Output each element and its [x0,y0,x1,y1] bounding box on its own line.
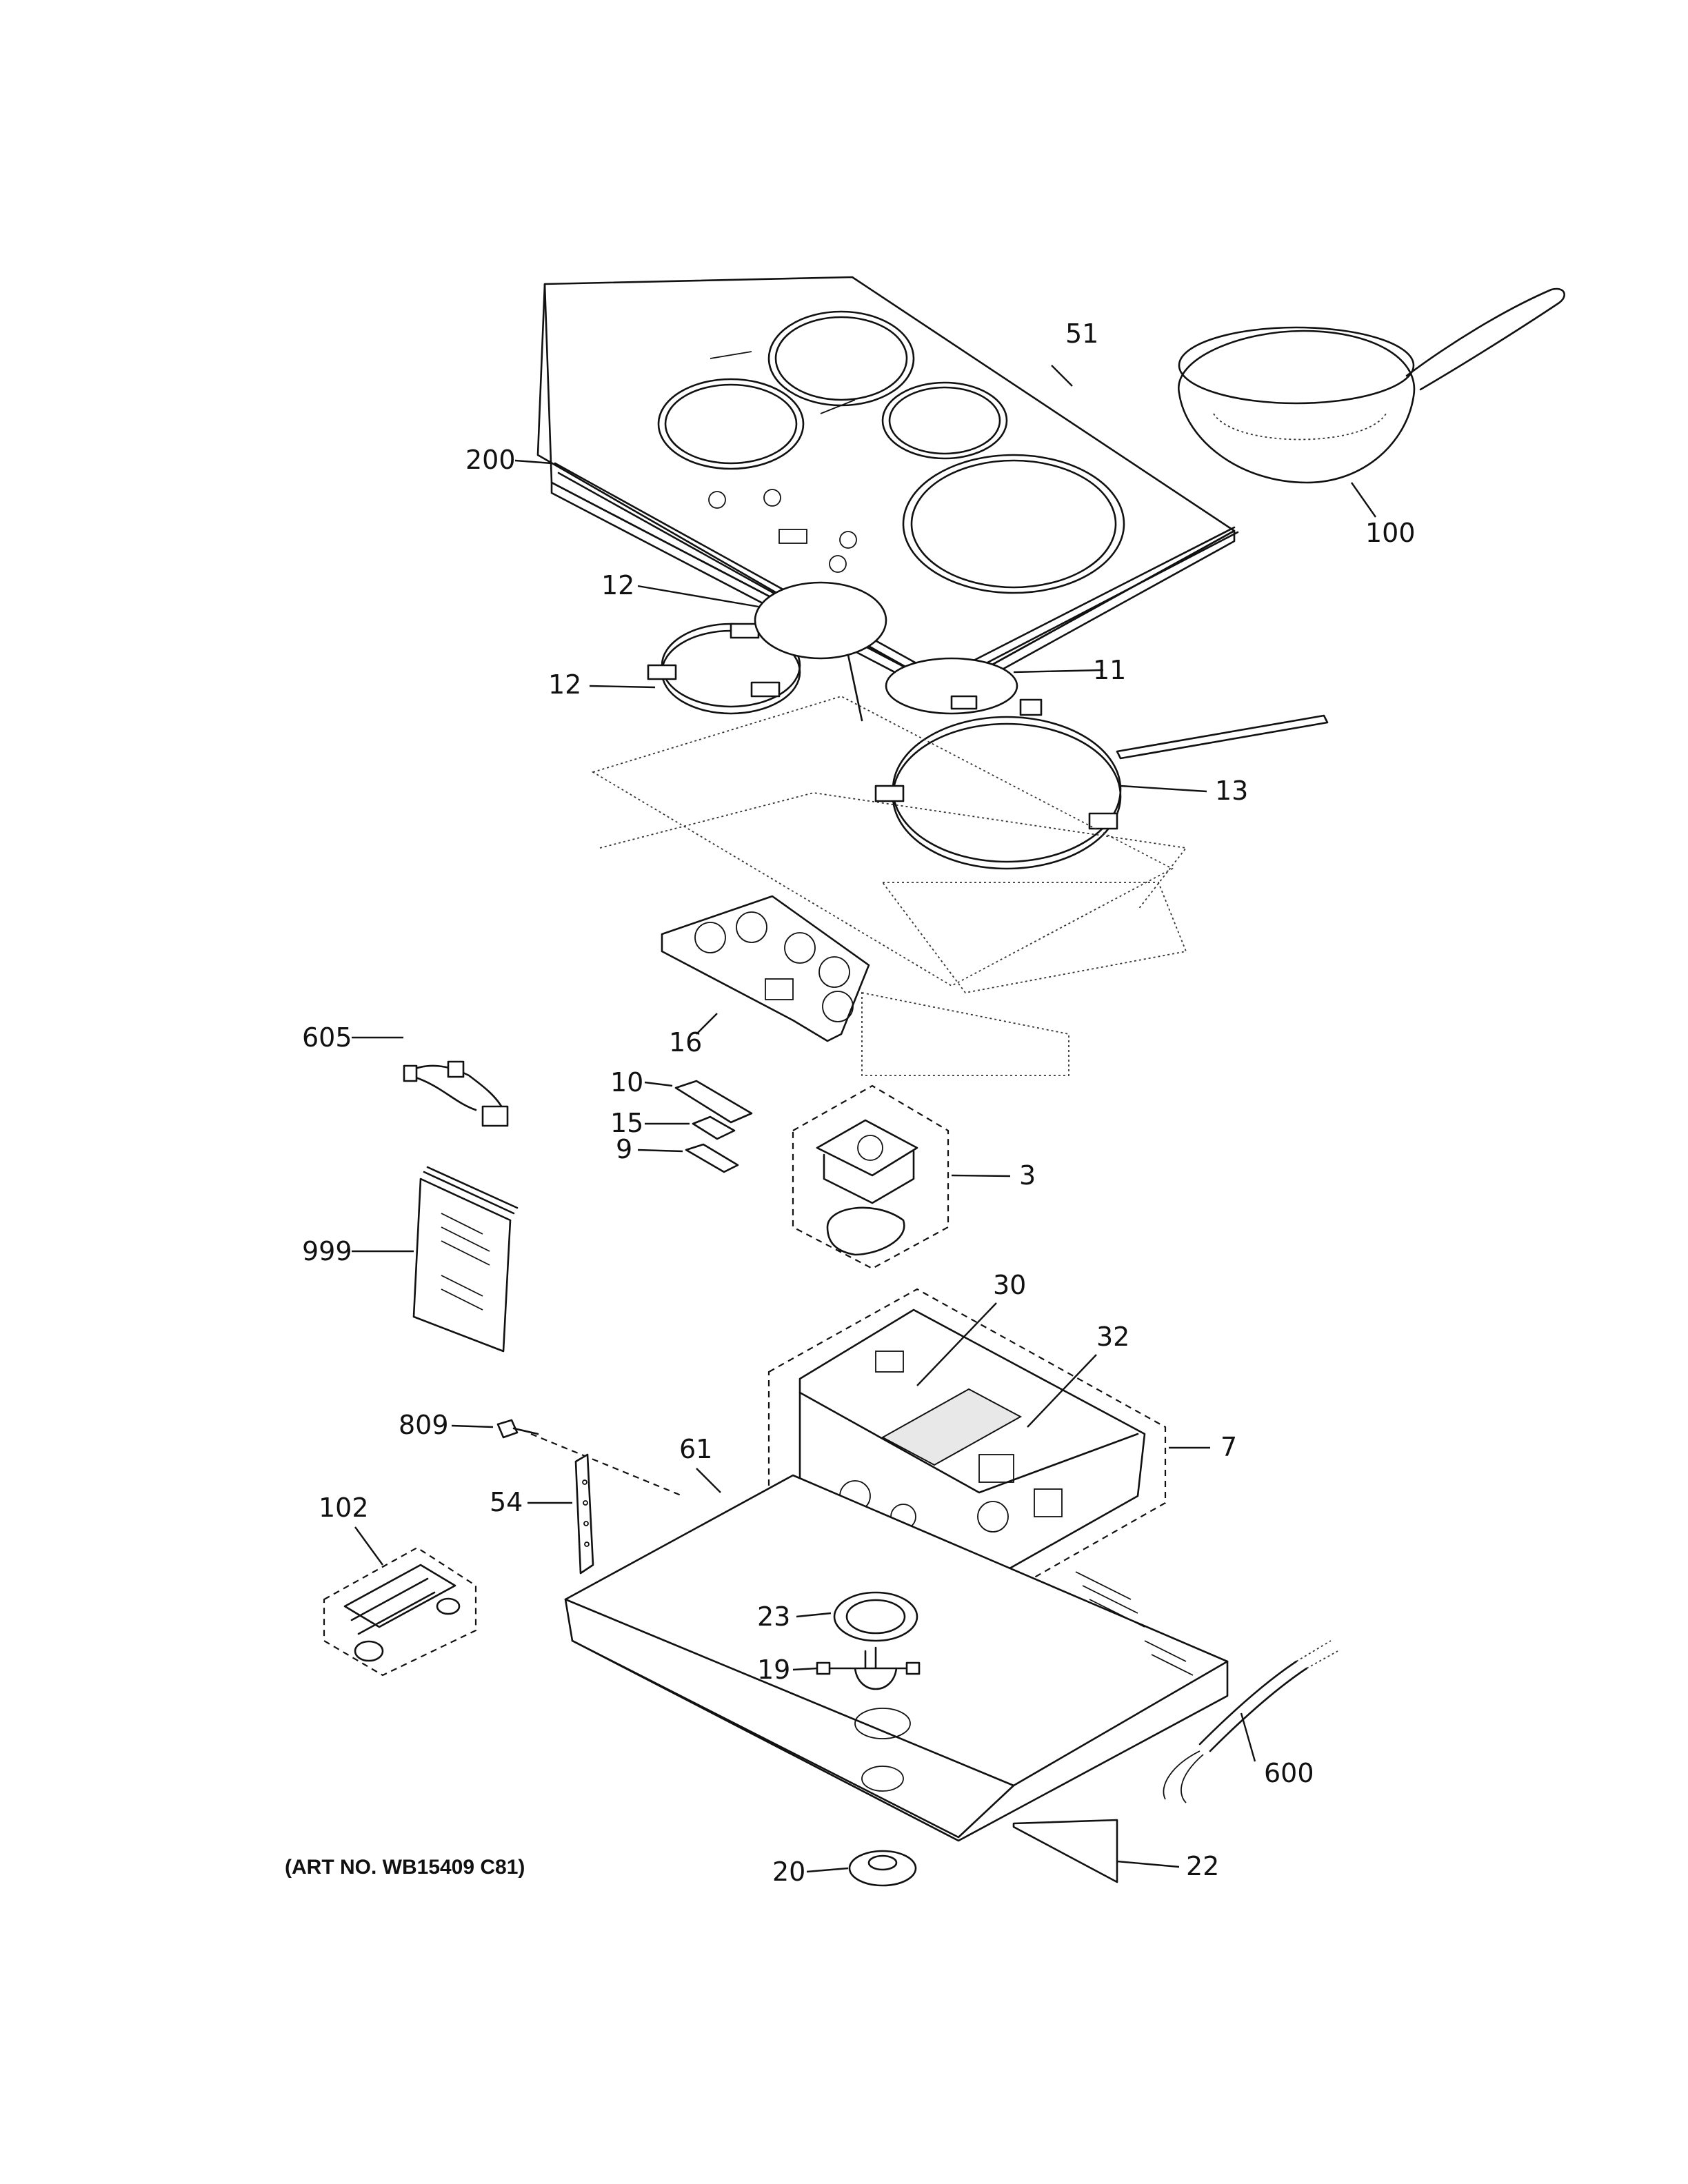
screw-part[interactable] [496,1419,539,1439]
callout-9: 9 [616,1134,632,1164]
switch-part[interactable] [692,1115,736,1140]
callout-15: 15 [610,1108,643,1138]
callout-7: 7 [1220,1432,1237,1462]
callout-13: 13 [1215,776,1248,806]
callout-600: 600 [1264,1758,1314,1788]
callout-22: 22 [1186,1851,1219,1881]
control-board-part[interactable] [661,895,870,1042]
callout-100: 100 [1365,518,1416,548]
callout-32: 32 [1096,1322,1129,1352]
mounting-panel [591,696,1187,1076]
bracket-clip-part[interactable] [816,1646,921,1690]
callout-51: 51 [1065,318,1098,349]
callout-12-upper: 12 [601,570,634,600]
callout-20: 20 [772,1857,805,1887]
callout-30: 30 [993,1270,1026,1300]
callout-3: 3 [1019,1160,1036,1191]
induction-coil-part[interactable] [647,623,801,715]
induction-coil-part[interactable] [885,657,1018,715]
callout-labels: 51 200 100 12 12 11 13 16 605 10 15 9 3 … [302,318,1416,1887]
callout-102: 102 [319,1493,369,1523]
foot-part[interactable] [848,1850,917,1887]
glass-cooktop-part[interactable] [536,276,1236,701]
callout-54: 54 [490,1487,523,1517]
callout-605: 605 [302,1022,352,1053]
callout-200: 200 [465,445,516,475]
callout-809: 809 [399,1410,449,1440]
ring-part[interactable] [833,1591,918,1642]
callout-12-lower: 12 [548,669,581,700]
induction-coil-large-part[interactable] [874,698,1329,870]
callout-23: 23 [757,1601,790,1632]
callout-999: 999 [302,1236,352,1266]
bracket-part[interactable] [674,1080,753,1124]
sensor-part[interactable] [685,1143,739,1173]
label-part[interactable] [1012,1819,1118,1883]
frying-pan-part[interactable] [1178,287,1565,484]
callout-11: 11 [1093,655,1126,685]
induction-coil-part[interactable] [754,581,887,722]
manual-part[interactable] [412,1166,519,1353]
callout-16: 16 [669,1027,702,1058]
terminal-block-part[interactable] [323,1546,477,1677]
callout-61: 61 [679,1434,712,1464]
callout-19: 19 [757,1655,790,1685]
mounting-bracket-part[interactable] [574,1453,594,1575]
art-number: (ART NO. WB15409 C81) [285,1856,525,1879]
conduit-part[interactable] [1163,1640,1338,1803]
wire-harness-part[interactable] [403,1060,509,1127]
leader-lines [352,365,1376,1873]
callout-10: 10 [610,1067,643,1098]
base-pan-part[interactable] [564,1474,1229,1842]
fan-assembly-part[interactable] [792,1084,950,1270]
